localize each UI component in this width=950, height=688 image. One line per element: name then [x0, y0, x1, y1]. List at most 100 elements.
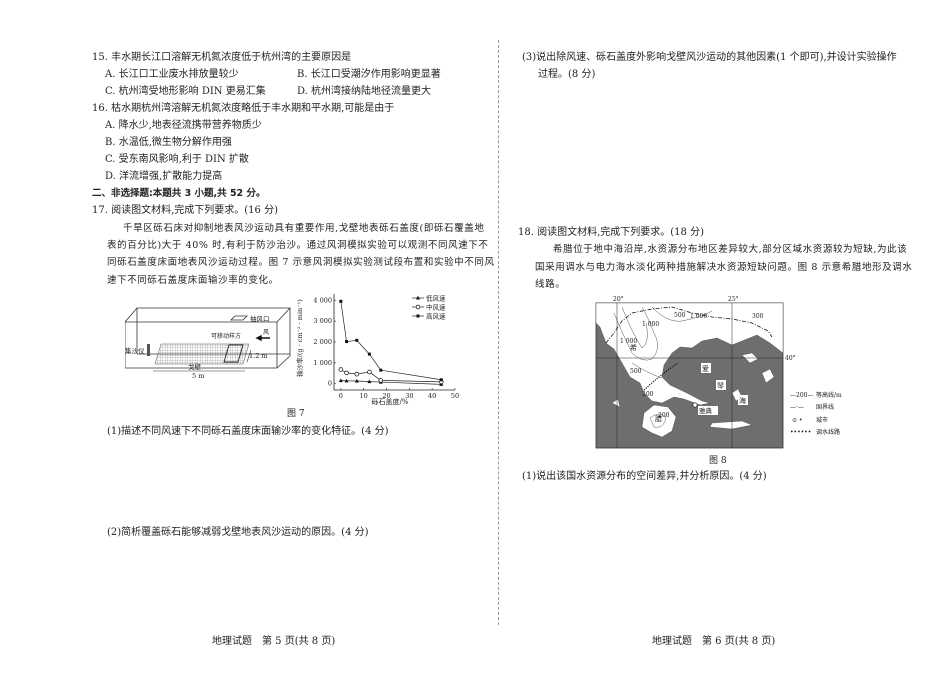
data-point — [355, 338, 359, 342]
page-divider — [498, 40, 499, 625]
legend-label-water-route: 调水线路 — [816, 428, 840, 436]
x-tick-label: 0 — [339, 392, 343, 400]
q16-option-d: D. 洋流增强,扩散能力提高 — [105, 171, 223, 182]
legend-label-border: 国界线 — [816, 403, 834, 411]
x-tick-label: 40 — [428, 392, 436, 400]
data-point — [367, 379, 372, 384]
data-point — [367, 352, 371, 356]
q17-para-line: 同砾石盖度床面地表风沙运动过程。图 7 示意风洞模拟实验测试段布置和实验中不同风 — [107, 257, 495, 268]
q15-option-b: B. 长江口受潮汐作用影响更显著 — [297, 69, 441, 80]
map-label-city: 雅典 — [699, 406, 713, 415]
lat-label-40: 40° — [785, 355, 796, 362]
data-point — [344, 378, 349, 383]
legend-marker — [416, 314, 420, 318]
label-gobi: 戈壁 — [188, 362, 202, 371]
legend-label: 中风速 — [426, 303, 446, 312]
footer-right: 地理试题 第 6 页(共 8 页) — [652, 636, 776, 647]
data-point — [338, 378, 343, 383]
data-point — [345, 340, 349, 344]
q16-stem: 16. 枯水期杭州湾溶解无机氮浓度略低于丰水期和平水期,可能是由于 — [92, 103, 395, 114]
contour-label: 200 — [642, 391, 654, 398]
q17-stem: 17. 阅读图文材料,完成下列要求。(16 分) — [92, 205, 278, 216]
q15-stem: 15. 丰水期长江口溶解无机氮浓度低于杭州湾的主要原因是 — [92, 52, 352, 63]
q18-para-line: 国采用调水与电力海水淡化两种措施解决水资源短缺问题。图 8 示意希腊地形及调水 — [535, 262, 913, 273]
legend-label: 低风速 — [426, 294, 446, 303]
footer-left: 地理试题 第 5 页(共 8 页) — [212, 636, 336, 647]
legend-symbol-border: —·— — [790, 404, 804, 411]
figure7-caption: 图 7 — [287, 409, 305, 419]
data-point — [354, 371, 360, 377]
contour-label: 1 000 — [690, 313, 707, 320]
q15-option-c: C. 杭州湾受地形影响 DIN 更易汇集 — [105, 86, 266, 97]
legend-symbol-city: ⊙ • — [792, 417, 802, 424]
sand-transport-chart: 0 10 20 30 40 50 0 1 000 2 000 3 000 4 000 低风速中风速高… — [295, 294, 459, 407]
map-label-sea: 海 — [739, 396, 746, 405]
map-label-country: 腊 — [655, 415, 662, 423]
label-sampler: 集沙仪 — [125, 346, 145, 355]
data-point — [339, 299, 343, 303]
q18-para-line: 希腊位于地中海沿岸,水资源分布地区差异较大,部分区域水资源较为短缺,为此该 — [553, 244, 908, 255]
chart-xlabel: 砾石盖度/% — [371, 397, 408, 406]
lon-label-25: 25° — [728, 296, 739, 303]
contour-label: 1 000 — [642, 321, 659, 328]
legend-symbol-water-route: •••••• — [790, 429, 811, 436]
legend-label-city: 城市 — [816, 416, 828, 424]
data-point — [367, 369, 372, 375]
greece-map: 20° 25° 40° 1 000 1 000 1 000 500 500 20… — [595, 296, 842, 449]
city-athens-marker — [692, 402, 698, 408]
label-wind: 风 — [263, 329, 269, 336]
q18-para-line: 线路。 — [535, 279, 566, 290]
lon-label-20: 20° — [613, 296, 624, 303]
legend-symbol-contour: —200— — [790, 392, 813, 399]
contour-label: 200 — [658, 412, 670, 419]
contour-label: 500 — [674, 312, 686, 319]
label-length: 5 m — [192, 372, 204, 380]
q16-option-c: C. 受东南风影响,利于 DIN 扩散 — [105, 154, 249, 165]
wind-tunnel-diagram: 抽风口 集沙仪 可移动样方 风 戈壁 5 m 1.2 m — [125, 307, 291, 380]
data-point — [379, 368, 383, 372]
q17-sub2: (2)简析覆盖砾石能够减弱戈壁地表风沙运动的原因。(4 分) — [107, 527, 369, 538]
data-point — [378, 378, 384, 383]
contour-label: 500 — [630, 368, 642, 375]
y-tick-label: 2 000 — [313, 338, 332, 346]
q17-sub3-line: (3)说出除风速、砾石盖度外影响戈壁风沙运动的其他因素(1 个即可),并设计实验… — [522, 52, 897, 63]
x-tick-label: 30 — [405, 392, 413, 400]
legend-marker — [416, 295, 420, 300]
data-point — [354, 378, 359, 383]
label-outlet: 抽风口 — [250, 314, 270, 323]
q17-para-line: 速下不同砾石盖度床面输沙率的变化。 — [107, 275, 279, 286]
legend-marker — [415, 304, 421, 310]
x-tick-label: 10 — [360, 392, 368, 400]
q16-option-a: A. 降水少,地表径流携带营养物质少 — [105, 120, 262, 131]
figure8-caption: 图 8 — [709, 456, 727, 466]
q18-stem: 18. 阅读图文材料,完成下列要求。(18 分) — [518, 227, 704, 238]
contour-label: 1 000 — [620, 338, 637, 345]
series-line-3 — [340, 301, 442, 381]
map-label-sea: 爱 — [702, 365, 709, 373]
data-point — [338, 367, 344, 372]
y-tick-label: 4 000 — [313, 296, 332, 304]
x-tick-label: 20 — [382, 392, 390, 400]
q16-option-b: B. 水温低,微生物分解作用强 — [105, 137, 232, 148]
q17-para-line: 表的百分比)大于 40% 时,有利于防沙治沙。通过风洞模拟实验可以观测不同风速下… — [107, 240, 489, 251]
data-point — [439, 378, 443, 382]
q17-para-line: 千旱区砾石床对抑制地表风沙运动具有重要作用,戈壁地表砾石盖度(即砾石覆盖地 — [123, 223, 485, 234]
chart-ylabel: 输沙率/(g · cm⁻² · min⁻¹) — [295, 299, 304, 377]
map-label-sea: 琴 — [717, 382, 724, 390]
legend-label: 高风速 — [426, 312, 446, 321]
y-tick-label: 3 000 — [313, 317, 332, 325]
q15-option-d: D. 杭州湾接纳陆地径流量更大 — [297, 86, 432, 97]
q17-sub1: (1)描述不同风速下不同砾石盖度床面输沙率的变化特征。(4 分) — [107, 426, 389, 437]
data-point — [344, 370, 349, 376]
label-width: 1.2 m — [249, 352, 268, 360]
q17-sub3-line: 过程。(8 分) — [538, 69, 596, 80]
q15-option-a: A. 长江口工业废水排放量较少 — [105, 69, 239, 80]
contour-label: 300 — [752, 313, 764, 320]
legend-label-contour: 等高线/m — [816, 391, 842, 399]
x-tick-label: 50 — [451, 392, 459, 400]
y-tick-label: 1 000 — [313, 359, 332, 367]
map-label-country: 希 — [630, 343, 637, 352]
section-heading: 二、非选择题:本题共 3 小题,共 52 分。 — [92, 188, 266, 199]
y-tick-label: 0 — [328, 380, 332, 388]
label-plot: 可移动样方 — [211, 332, 241, 340]
